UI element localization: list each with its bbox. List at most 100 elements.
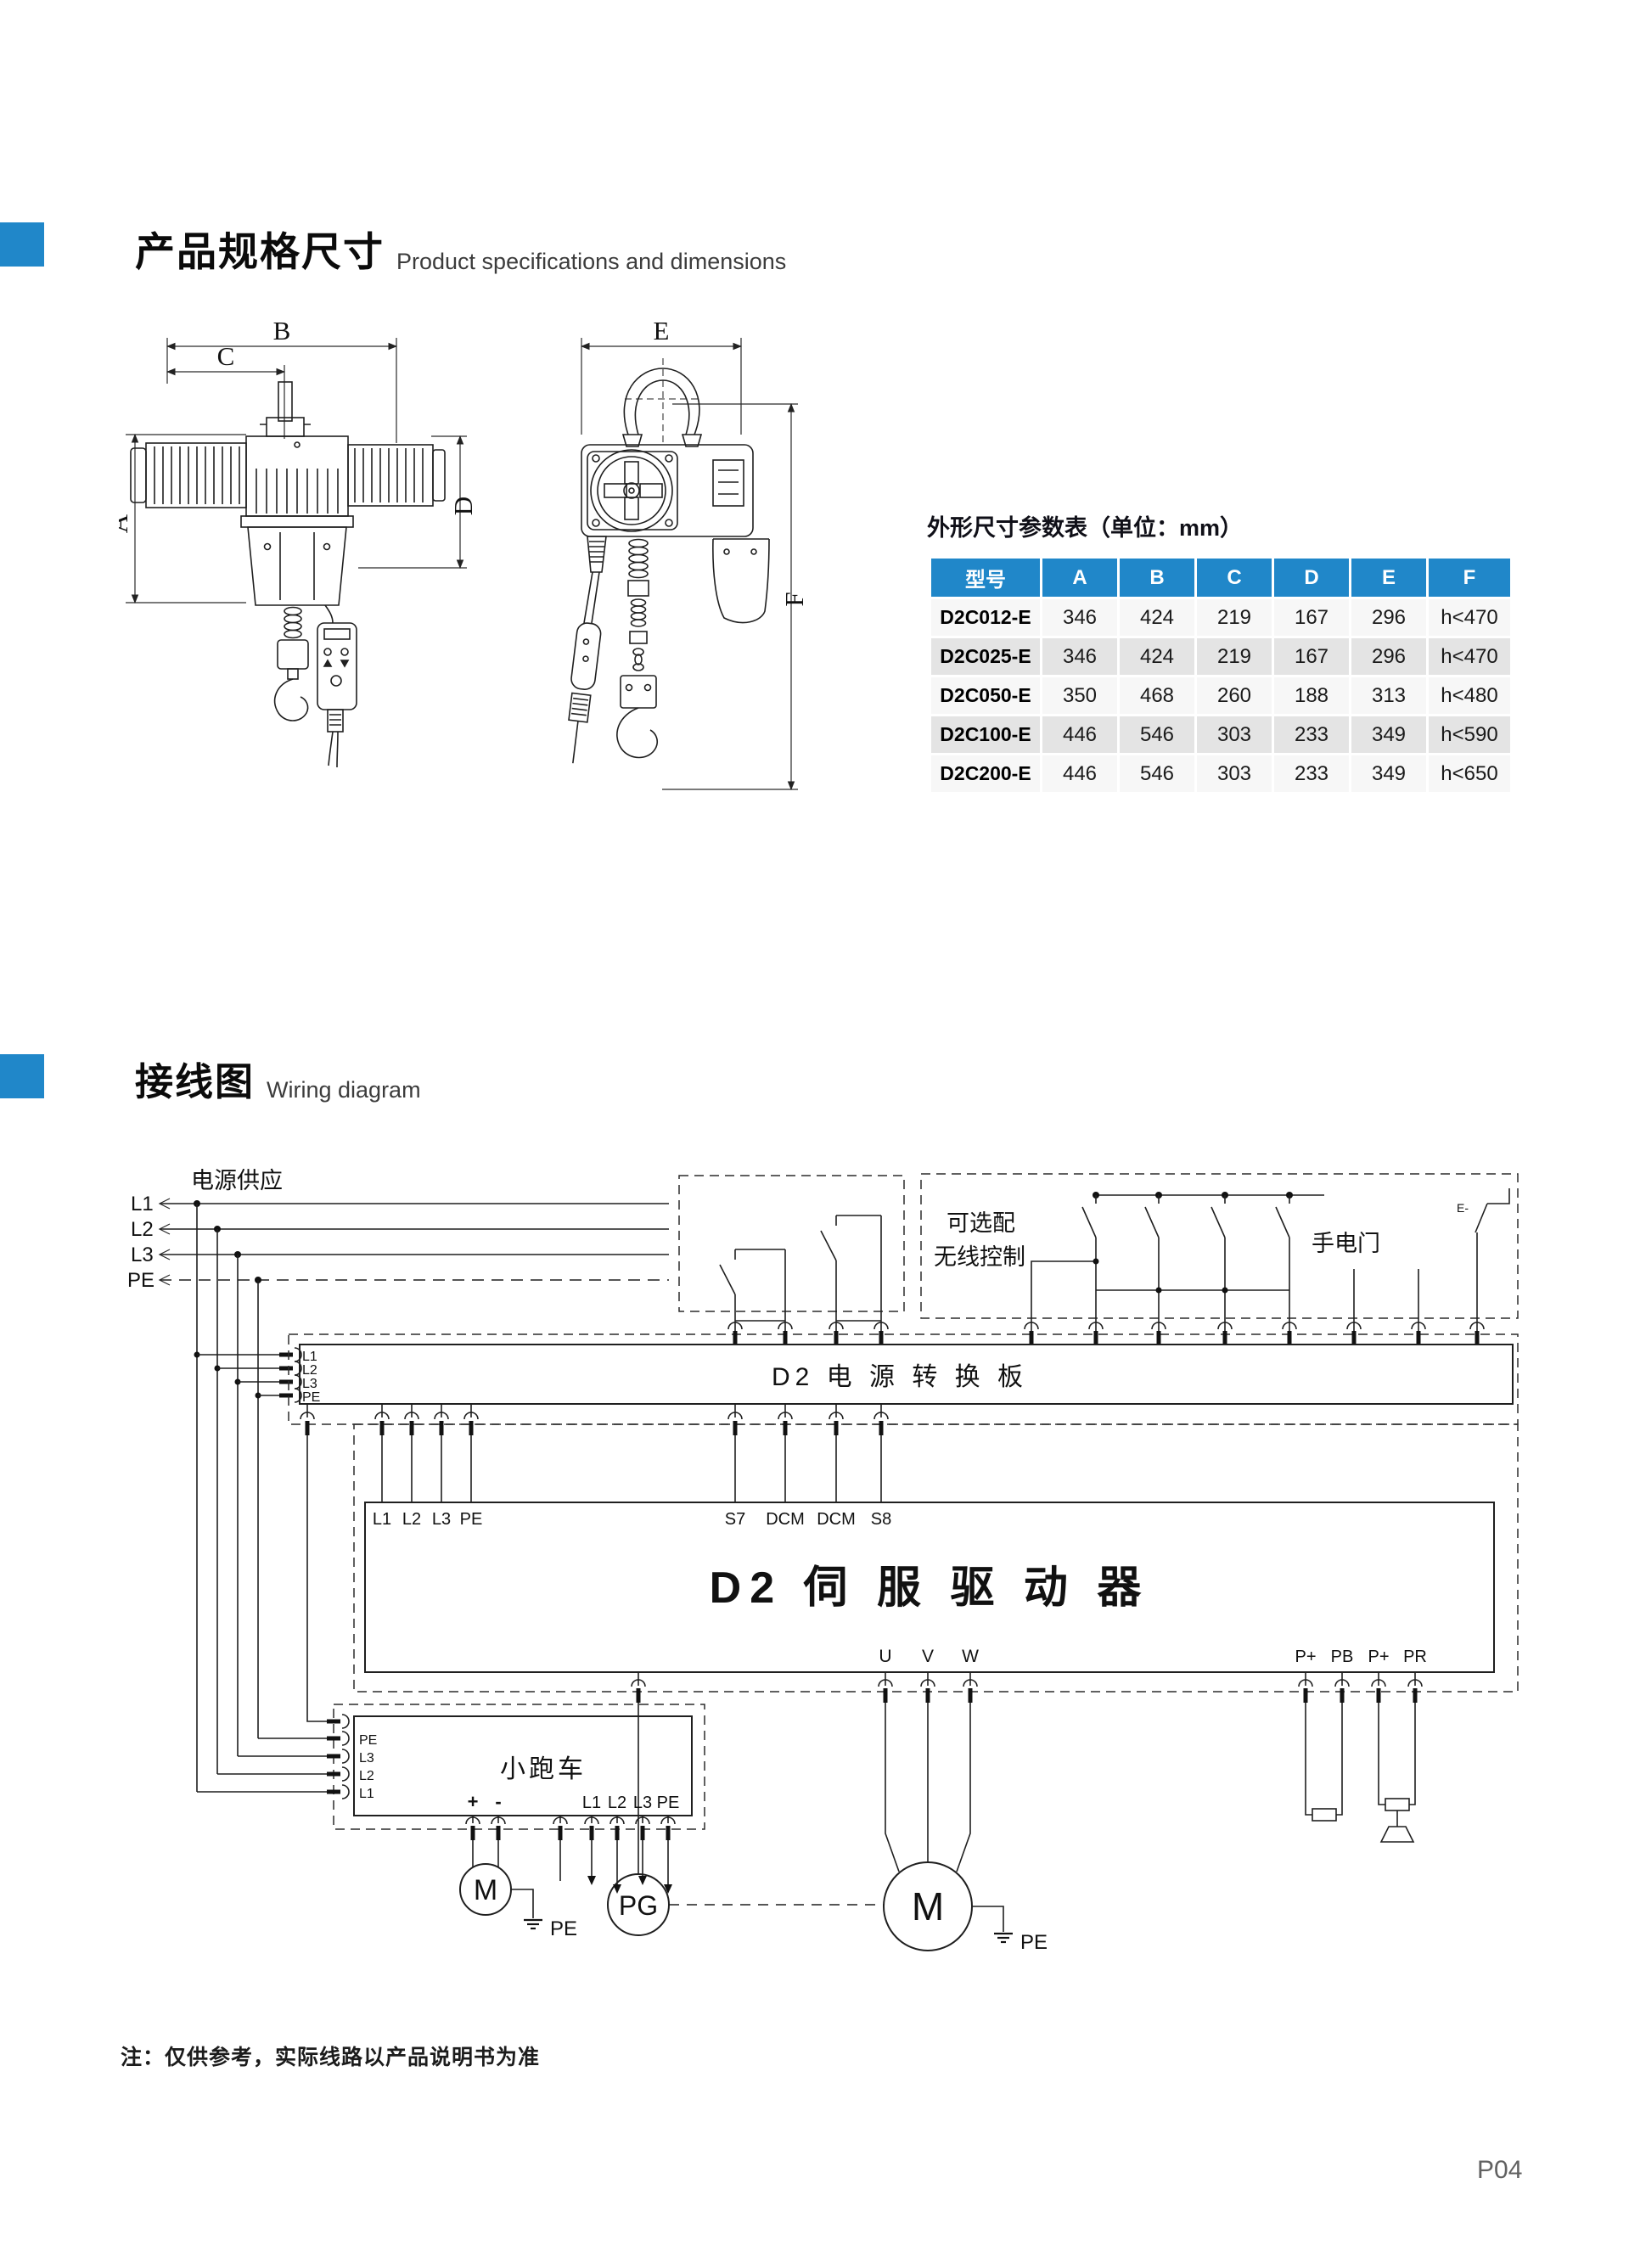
cell-model: D2C025-E <box>931 638 1040 675</box>
cell-b: 424 <box>1120 599 1194 636</box>
cell-f: h<470 <box>1429 599 1510 636</box>
hoist-side-body <box>581 358 754 537</box>
power-conversion-board: L1 L2 L3 PE D2 电 源 转 换 板 <box>299 1344 1514 1405</box>
dim-label-a: A <box>119 514 133 533</box>
cell-f: h<590 <box>1429 716 1510 753</box>
col-header-b: B <box>1120 559 1194 597</box>
servo-terminal-pr: PR <box>1403 1648 1427 1666</box>
cell-b: 546 <box>1120 755 1194 792</box>
cell-f: h<470 <box>1429 638 1510 675</box>
servo-terminal-pb: PB <box>1331 1648 1354 1666</box>
trolley-out-l3: L3 <box>633 1794 652 1812</box>
hoist-motor-pe-label: PE <box>1020 1931 1048 1954</box>
col-header-a: A <box>1042 559 1117 597</box>
cell-f: h<650 <box>1429 755 1510 792</box>
braking-resistor-circuit <box>1299 1672 1422 1843</box>
servo-terminal-s8: S8 <box>871 1510 891 1529</box>
dim-label-f: F <box>779 592 809 606</box>
table-row: D2C012-E 346 424 219 167 296 h<470 <box>931 599 1510 636</box>
line-label-pe: PE <box>127 1269 154 1292</box>
cell-d: 167 <box>1274 638 1349 675</box>
table-row: D2C100-E 446 546 303 233 349 h<590 <box>931 716 1510 753</box>
board-to-servo-wires <box>301 1404 888 1722</box>
cell-f: h<480 <box>1429 677 1510 714</box>
line-label-l1: L1 <box>131 1193 154 1215</box>
cell-c: 303 <box>1197 755 1272 792</box>
load-chain-and-hook <box>616 538 658 759</box>
section-wiring-header: 接线图 Wiring diagram <box>123 1051 421 1106</box>
cell-b: 468 <box>1120 677 1194 714</box>
cell-a: 346 <box>1042 638 1117 675</box>
trolley-out-pe: PE <box>657 1794 680 1812</box>
servo-terminal-pe: PE <box>460 1510 483 1529</box>
cell-b: 546 <box>1120 716 1194 753</box>
hoist-motor-circuit: M PE <box>879 1672 1048 1954</box>
power-supply-group: 电源供应 L1 L2 L3 PE <box>127 1168 669 1793</box>
section-specs-title-zh: 产品规格尺寸 <box>135 229 385 274</box>
trolley-terminal-plus: + <box>468 1791 479 1812</box>
chain-bag <box>712 538 770 624</box>
servo-driver: L1 L2 L3 PE S7 DCM DCM S8 D2 伺 服 驱 动 器 U… <box>364 1502 1495 1673</box>
trolley-terminal-l1: L1 <box>359 1787 374 1801</box>
accent-square <box>0 1054 44 1098</box>
section-wiring-title-zh: 接线图 <box>135 1060 256 1103</box>
side-view-drawing: E F <box>568 316 809 791</box>
hoist-front-body <box>130 381 446 721</box>
power-supply-label: 电源供应 <box>191 1168 283 1193</box>
cell-e: 349 <box>1351 755 1426 792</box>
trolley-terminal-l2: L2 <box>359 1769 374 1783</box>
cell-a: 346 <box>1042 599 1117 636</box>
cell-d: 188 <box>1274 677 1349 714</box>
cell-a: 446 <box>1042 716 1117 753</box>
table-row: D2C025-E 346 424 219 167 296 h<470 <box>931 638 1510 675</box>
line-label-l2: L2 <box>131 1218 154 1241</box>
servo-terminal-w: W <box>962 1647 979 1666</box>
cell-d: 233 <box>1274 755 1349 792</box>
accent-square <box>0 222 44 267</box>
trolley-out-l2: L2 <box>608 1794 626 1812</box>
servo-terminal-s7: S7 <box>725 1510 745 1529</box>
servo-terminal-dcm1: DCM <box>766 1510 805 1529</box>
section-specs-title-en: Product specifications and dimensions <box>396 249 787 274</box>
spec-table-title: 外形尺寸参数表（单位：mm） <box>927 515 1244 541</box>
servo-terminal-l3: L3 <box>432 1510 451 1529</box>
servo-driver-label: D2 伺 服 驱 动 器 <box>710 1563 1150 1613</box>
trolley-terminal-pe: PE <box>359 1733 377 1748</box>
servo-enclosure-dashed <box>353 1423 1519 1693</box>
cell-a: 446 <box>1042 755 1117 792</box>
wiring-diagram: 电源供应 L1 L2 L3 PE <box>127 1168 1519 1954</box>
servo-terminal-v: V <box>922 1647 934 1666</box>
board-terminal-pe: PE <box>302 1390 320 1405</box>
board-enclosure-dashed <box>288 1333 1519 1425</box>
cell-e: 296 <box>1351 599 1426 636</box>
table-row: D2C200-E 446 546 303 233 349 h<650 <box>931 755 1510 792</box>
dim-label-c: C <box>217 341 235 371</box>
limit-switch-box <box>678 1175 905 1331</box>
dim-label-d: D <box>448 497 478 515</box>
dim-label-e: E <box>654 316 670 345</box>
col-header-e: E <box>1351 559 1426 597</box>
side-pendant-cable <box>568 536 607 764</box>
cell-model: D2C050-E <box>931 677 1040 714</box>
power-board-label: D2 电 源 转 换 板 <box>772 1363 1028 1391</box>
cell-model: D2C012-E <box>931 599 1040 636</box>
trolley-out-l1: L1 <box>582 1794 601 1812</box>
optional-label-line2: 无线控制 <box>934 1244 1025 1270</box>
col-header-f: F <box>1429 559 1510 597</box>
spec-table-header-row: 型号 A B C D E F <box>931 559 1510 597</box>
trolley-motor-label: M <box>474 1874 497 1906</box>
board-terminal-l3: L3 <box>302 1377 317 1391</box>
cell-model: D2C100-E <box>931 716 1040 753</box>
cell-c: 219 <box>1197 599 1272 636</box>
cell-c: 260 <box>1197 677 1272 714</box>
cell-e: 296 <box>1351 638 1426 675</box>
servo-terminal-l2: L2 <box>402 1510 421 1529</box>
trolley-label: 小跑车 <box>500 1755 587 1783</box>
board-terminal-l2: L2 <box>302 1363 317 1378</box>
col-header-c: C <box>1197 559 1272 597</box>
table-row: D2C050-E 350 468 260 188 313 h<480 <box>931 677 1510 714</box>
pendant-label: 手电门 <box>1312 1231 1380 1256</box>
board-terminal-l1: L1 <box>302 1350 317 1364</box>
trolley-terminal-l3: L3 <box>359 1751 374 1766</box>
estop-label: E- <box>1457 1201 1469 1215</box>
